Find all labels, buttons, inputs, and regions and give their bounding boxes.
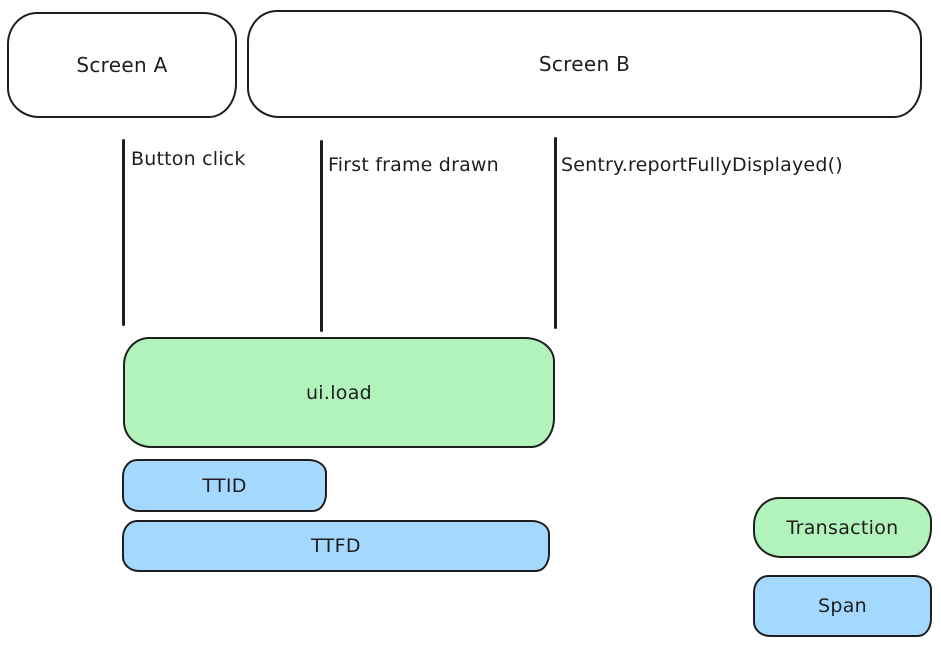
screen-b-box: Screen B (247, 10, 922, 118)
event-line-first-frame-drawn (320, 140, 323, 332)
legend-span: Span (753, 575, 932, 637)
event-line-report-fully-displayed (554, 137, 557, 329)
legend-transaction: Transaction (753, 497, 932, 558)
event-label-first-frame-drawn: First frame drawn (328, 154, 499, 176)
legend-span-label: Span (817, 595, 867, 617)
screen-a-label: Screen A (76, 53, 168, 77)
event-label-report-fully-displayed: Sentry.reportFullyDisplayed() (561, 154, 843, 176)
event-label-button-click: Button click (131, 148, 246, 170)
transaction-bar-label: ui.load (305, 381, 373, 404)
legend-transaction-label: Transaction (786, 516, 899, 539)
span-bar-ttid: TTID (122, 459, 327, 512)
ttid-label: TTID (202, 474, 247, 497)
screen-a-box: Screen A (7, 12, 237, 118)
span-bar-ttfd: TTFD (122, 520, 550, 572)
transaction-bar-ui-load: ui.load (123, 334, 555, 448)
event-line-button-click (122, 139, 125, 326)
ttfd-label: TTFD (311, 535, 361, 557)
screen-b-label: Screen B (538, 52, 631, 76)
